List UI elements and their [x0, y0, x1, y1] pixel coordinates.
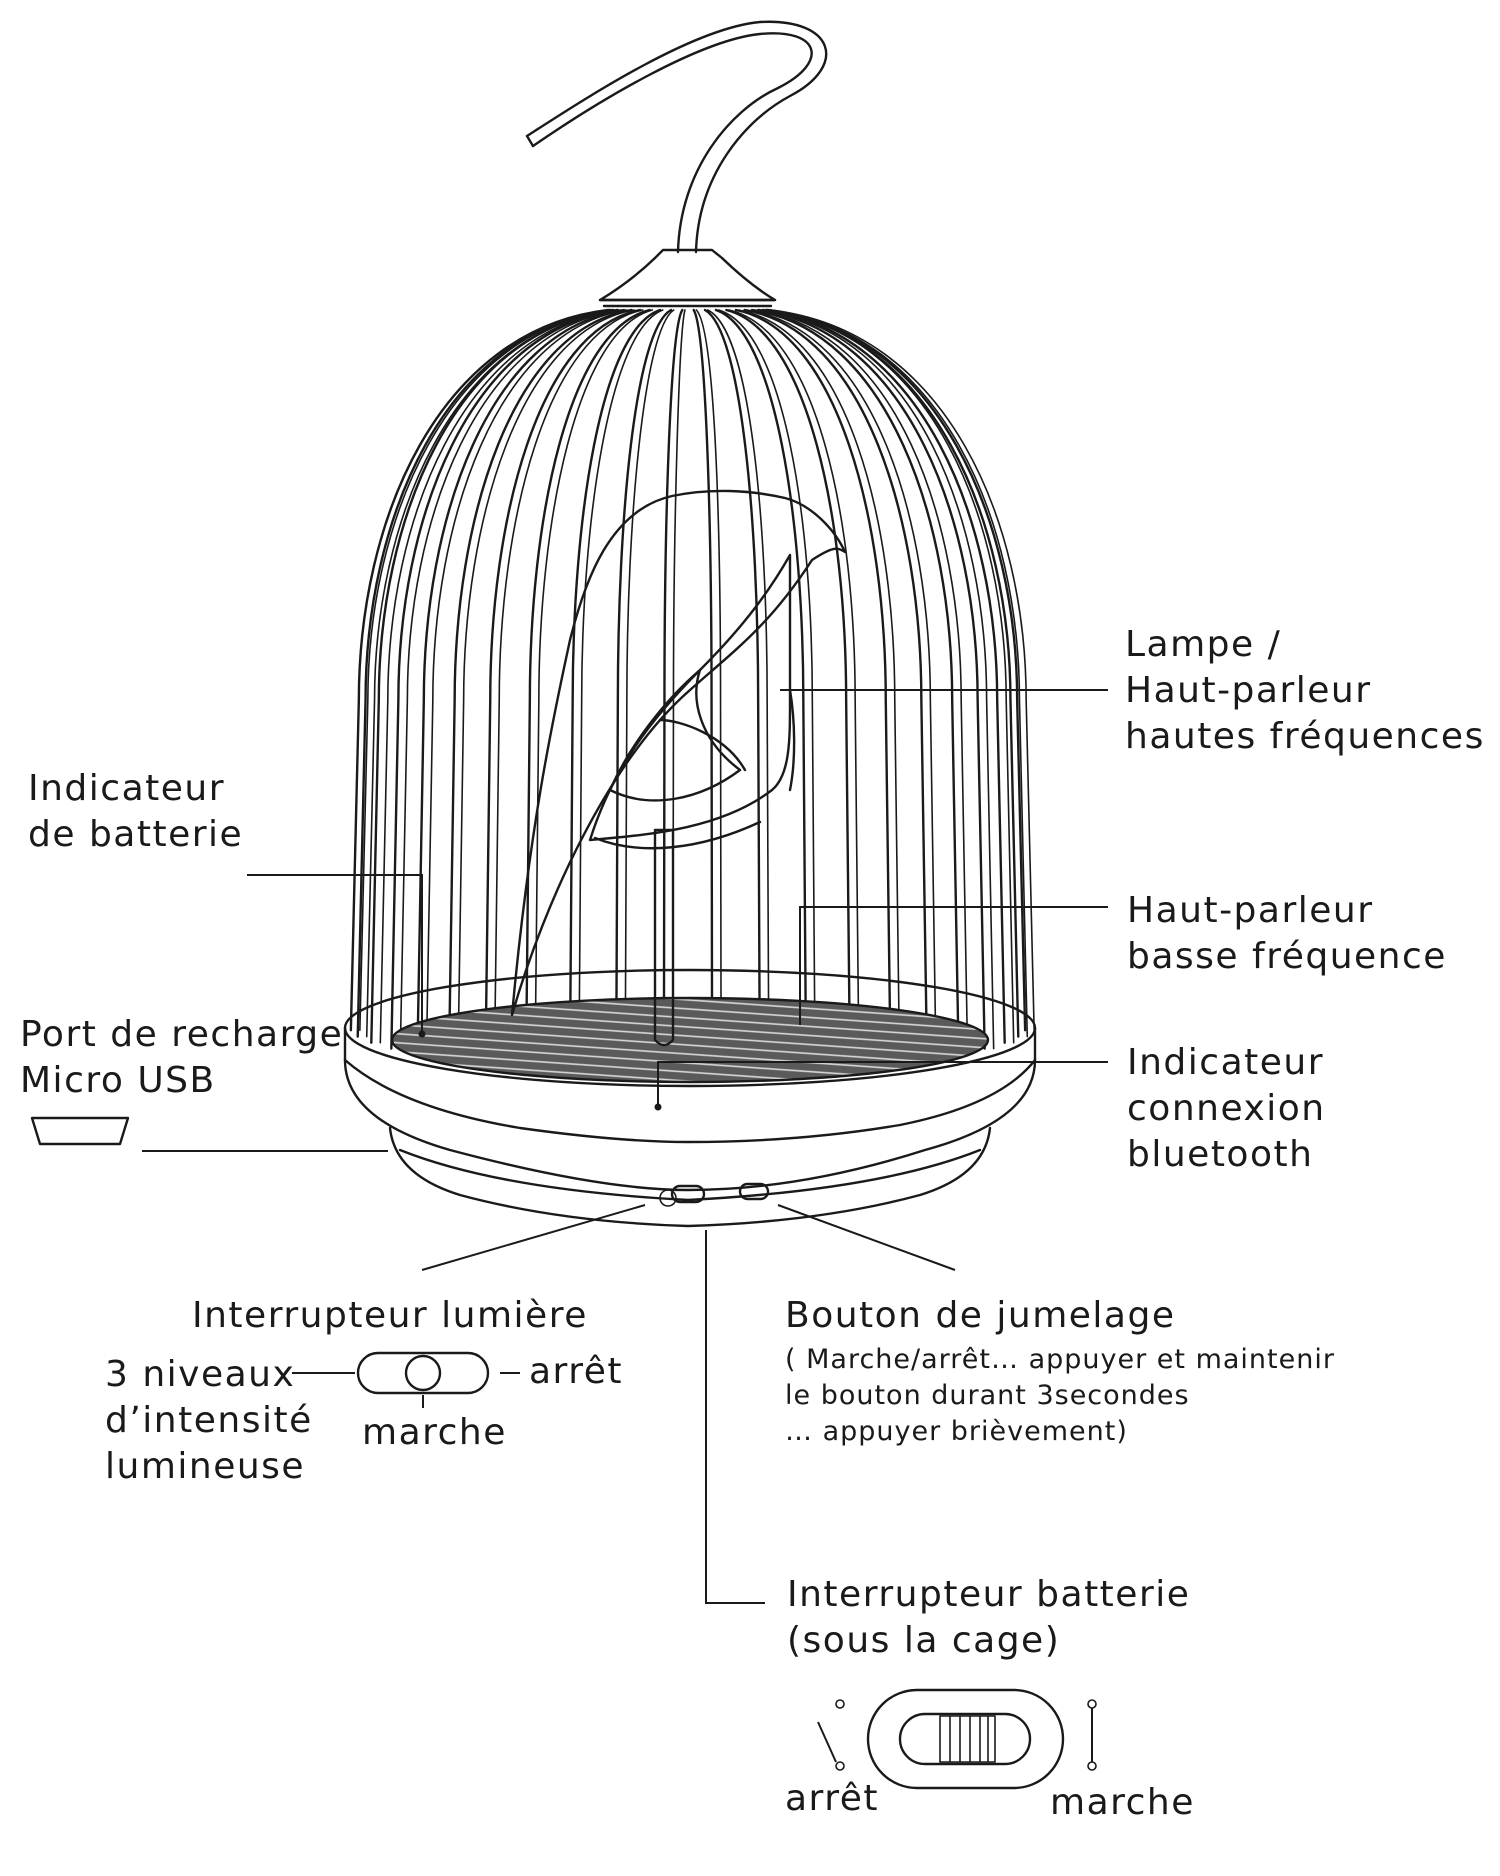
cage-bar	[390, 308, 619, 1050]
cage-bar-edge	[534, 309, 654, 1068]
label-lamp: Lampe / Haut-parleur hautes fréquences	[1125, 624, 1485, 757]
light-switch-slot[interactable]	[670, 1184, 706, 1204]
cage-bar	[757, 308, 986, 1050]
cage-bar	[568, 308, 662, 1071]
label-light-off: arrêt	[529, 1351, 623, 1392]
cage-base	[343, 968, 1037, 1228]
label-battery-indicator: Indicateur de batterie	[28, 768, 243, 855]
label-bt-indicator-line3: bluetooth	[1127, 1134, 1313, 1175]
label-pairing-note1: ( Marche/arrêt… appuyer et maintenir	[785, 1344, 1335, 1375]
cage-bar	[714, 308, 808, 1071]
label-bt-indicator-line1: Indicateur	[1127, 1042, 1324, 1083]
cage-bar-edge	[706, 309, 770, 1072]
cage-bar-edge	[728, 309, 860, 1068]
cage-bar	[356, 308, 612, 1038]
label-lamp-line1: Lampe /	[1125, 624, 1281, 665]
light-switch-symbol	[292, 1351, 520, 1408]
label-lamp-line3: hautes fréquences	[1125, 716, 1485, 757]
cage-bar-edge	[493, 309, 644, 1064]
label-bass-speaker-line1: Haut-parleur	[1127, 890, 1374, 931]
label-battery-on: marche	[1050, 1782, 1195, 1823]
label-pairing-button: Bouton de jumelage ( Marche/arrêt… appuy…	[785, 1295, 1335, 1447]
cage-bar	[416, 308, 626, 1056]
cage-bar	[725, 308, 852, 1068]
label-light-switch: Interrupteur lumière 3 niveaux d’intensi…	[105, 1295, 623, 1487]
label-charge-port-line1: Port de recharge	[20, 1014, 343, 1055]
cage-bar	[524, 308, 651, 1068]
cage-bar-edge	[717, 309, 816, 1070]
label-battery-off: arrêt	[785, 1778, 879, 1819]
cage-bars	[349, 308, 1035, 1074]
label-light-on: marche	[362, 1412, 507, 1453]
label-battery-switch-line2: (sous la cage)	[787, 1620, 1060, 1661]
label-charge-port-line2: Micro USB	[20, 1060, 216, 1101]
cage-bar-edge	[399, 309, 622, 1050]
battery-switch-symbol	[817, 1688, 1097, 1790]
cage-bar	[764, 308, 1020, 1038]
cage-bar	[761, 308, 1006, 1044]
cage-bar-edge	[672, 309, 686, 1073]
cage-bar	[484, 308, 642, 1065]
label-light-levels-line2: d’intensité	[105, 1400, 313, 1441]
cage-top-cap	[598, 248, 777, 308]
micro-usb-icon	[30, 1116, 130, 1146]
label-battery-indicator-line2: de batterie	[28, 814, 243, 855]
base-controls	[659, 1182, 770, 1207]
label-light-levels-line1: 3 niveaux	[105, 1354, 295, 1395]
cage-bar	[750, 308, 960, 1056]
cage-bar-edge	[753, 309, 969, 1055]
label-charge-port: Port de recharge Micro USB	[20, 1014, 343, 1101]
cage-bar-edge	[578, 309, 664, 1070]
bird-lamp	[510, 489, 847, 1047]
cage-bar	[766, 308, 1027, 1032]
cage-bar-edge	[769, 309, 1035, 1032]
hanging-hook	[525, 20, 828, 254]
cage-bar	[703, 308, 762, 1073]
cage-bar	[692, 308, 714, 1074]
cage-bar	[743, 308, 929, 1061]
label-battery-switch-line1: Interrupteur batterie	[787, 1574, 1190, 1615]
cage-bar-edge	[457, 309, 635, 1060]
cage-bar	[447, 308, 633, 1061]
label-bass-speaker-line2: basse fréquence	[1127, 936, 1447, 977]
label-bt-indicator-line2: connexion	[1127, 1088, 1326, 1129]
cage-bar	[662, 308, 684, 1074]
label-battery-switch: Interrupteur batterie (sous la cage) arr…	[785, 1574, 1195, 1823]
cage-bar-edge	[737, 309, 901, 1064]
cage-bar-edge	[746, 309, 937, 1060]
pairing-button-slot[interactable]	[738, 1182, 770, 1201]
cage-bar	[349, 308, 610, 1032]
cage-bar-edge	[425, 309, 628, 1055]
cage-bar-edge	[624, 309, 675, 1072]
cage-bar	[614, 308, 673, 1073]
label-bt-indicator: Indicateur connexion bluetooth	[1127, 1042, 1326, 1175]
leader-lines	[142, 689, 1108, 1604]
speaker-grille	[390, 996, 990, 1084]
cage-bar-edge	[695, 309, 722, 1073]
cage-bar	[370, 308, 615, 1044]
label-battery-indicator-line1: Indicateur	[28, 768, 225, 809]
cage-bar	[734, 308, 892, 1065]
label-light-switch-title: Interrupteur lumière	[192, 1295, 588, 1336]
label-pairing-note2: le bouton durant 3secondes	[785, 1380, 1190, 1411]
label-lamp-line2: Haut-parleur	[1125, 670, 1372, 711]
cage-bar-edge	[760, 309, 995, 1050]
label-pairing-title: Bouton de jumelage	[785, 1295, 1175, 1336]
label-bass-speaker: Haut-parleur basse fréquence	[1127, 890, 1447, 977]
label-light-levels-line3: lumineuse	[105, 1446, 305, 1487]
label-pairing-note3: … appuyer brièvement)	[785, 1416, 1128, 1447]
cage-bar-edge	[379, 309, 617, 1044]
